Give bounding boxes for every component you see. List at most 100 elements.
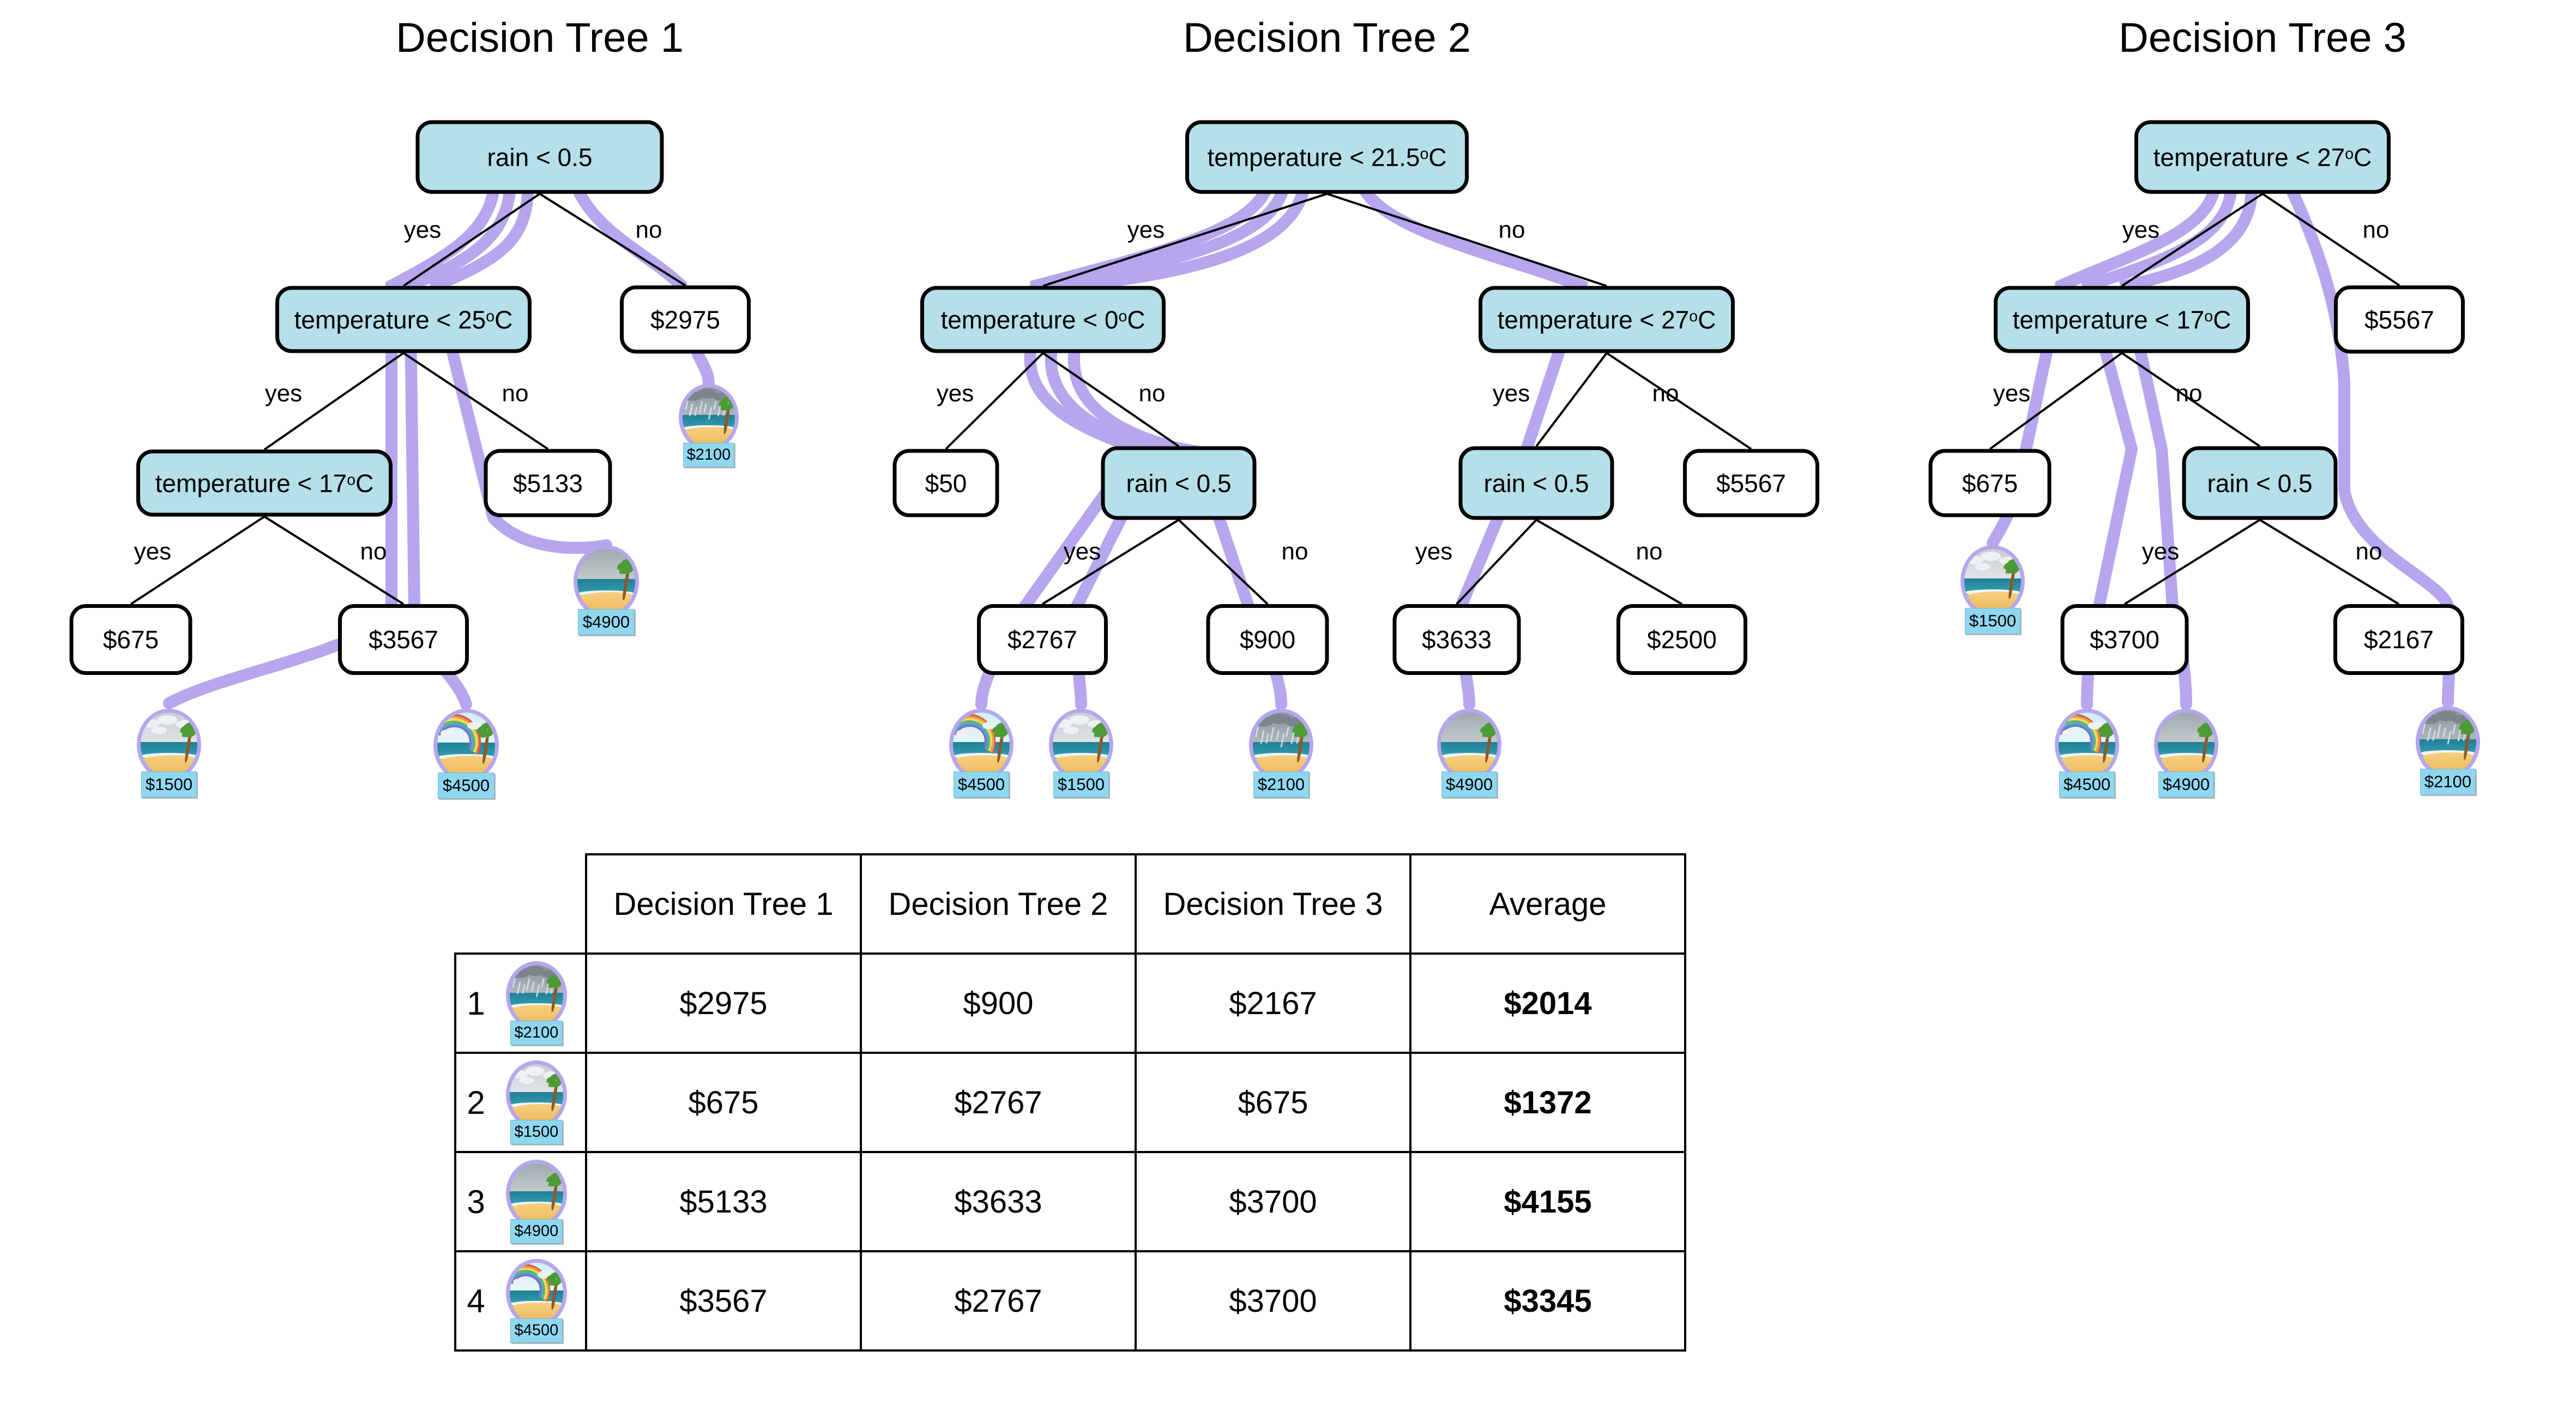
leaf-node-t2n10[interactable]: $2500	[1616, 604, 1747, 675]
tree-edge	[1042, 192, 1328, 287]
tree-edge	[1326, 192, 1607, 287]
cloudy-beach-icon: $1500	[1049, 709, 1113, 798]
node-unit: oC	[1689, 305, 1716, 334]
icon-price-badge: $4500	[2059, 771, 2115, 798]
cloudy-beach-icon: $1500	[137, 709, 201, 798]
icon-ring	[1049, 709, 1113, 781]
leaf-node-t3n6[interactable]: $2167	[2333, 604, 2464, 675]
weather-scene	[1253, 713, 1310, 777]
weather-scene	[510, 964, 563, 1026]
node-label: temperature < 17	[155, 469, 347, 497]
leaf-node-t3n3[interactable]: $675	[1928, 449, 2052, 517]
node-label: $5133	[513, 469, 583, 497]
tree-prediction-value: $900	[860, 952, 1137, 1054]
decision-node-t2n4[interactable]: rain < 0.5	[1101, 446, 1257, 520]
average-value: $3345	[1409, 1250, 1686, 1352]
edge-label-no: no	[2362, 216, 2390, 243]
rain-cloud-beach-icon: $2100	[1249, 709, 1313, 798]
degree-symbol: o	[486, 307, 495, 325]
tree-prediction-value: $2975	[585, 952, 862, 1054]
edge-label-no: no	[2175, 380, 2203, 407]
node-label: $5567	[1716, 469, 1786, 497]
table-row: 2$1500$675$2767$675$1372	[454, 1052, 1686, 1153]
edge-label-yes: yes	[1127, 216, 1165, 243]
icon-ring	[1960, 545, 2025, 617]
leaf-node-t2n3[interactable]: $50	[892, 449, 999, 517]
icon-price-badge: $1500	[1053, 771, 1109, 798]
row-number: 1	[454, 952, 496, 1054]
leaf-node-t1n2[interactable]: $2975	[620, 285, 751, 354]
table-corner-cell	[455, 854, 586, 954]
node-label: $2500	[1647, 625, 1717, 654]
edge-label-yes: yes	[1492, 380, 1530, 407]
decision-node-t1n0[interactable]: rain < 0.5	[415, 120, 664, 194]
node-label: $5567	[2364, 305, 2434, 334]
icon-price-badge: $4900	[578, 609, 635, 636]
leaf-node-t2n7[interactable]: $2767	[977, 604, 1108, 675]
overcast-beach-icon: $4900	[1437, 709, 1501, 798]
leaf-node-t2n6[interactable]: $5567	[1683, 449, 1819, 517]
leaf-node-t2n9[interactable]: $3633	[1392, 604, 1521, 675]
leaf-node-t2n8[interactable]: $900	[1206, 604, 1329, 675]
node-label: temperature < 27	[1497, 305, 1690, 334]
row-weather-icon-cell: $4900	[496, 1151, 587, 1252]
weather-scene	[1053, 713, 1109, 777]
tree-prediction-value: $3700	[1135, 1250, 1411, 1352]
node-unit: oC	[1118, 305, 1145, 334]
weather-scene	[577, 549, 635, 614]
node-unit: oC	[347, 469, 374, 497]
leaf-node-t1n4[interactable]: $5133	[484, 449, 612, 517]
degree-symbol: o	[1689, 307, 1698, 325]
tree-edge	[1535, 352, 1608, 447]
row-number: 2	[454, 1052, 496, 1153]
icon-price-badge: $4900	[510, 1219, 563, 1244]
leaf-node-t3n5[interactable]: $3700	[2060, 604, 2189, 675]
icon-price-badge: $2100	[1253, 771, 1309, 798]
weather-scene	[437, 713, 495, 778]
icon-ring	[2416, 706, 2480, 778]
rainbow-beach-icon: $4500	[433, 709, 499, 799]
node-unit: oC	[486, 305, 513, 334]
node-label: $3700	[2090, 625, 2159, 654]
column-header-3: Decision Tree 3	[1135, 853, 1411, 955]
edge-label-no: no	[1498, 216, 1525, 243]
leaf-node-t1n6[interactable]: $3567	[338, 604, 469, 675]
edge-label-no: no	[1636, 538, 1663, 565]
icon-ring	[506, 1258, 567, 1327]
tree-prediction-value: $675	[1135, 1052, 1411, 1153]
icon-ring	[137, 709, 201, 781]
edge-label-yes: yes	[134, 538, 172, 565]
column-header-1: Decision Tree 1	[585, 853, 862, 955]
edge-label-yes: yes	[1993, 380, 2031, 407]
decision-node-t2n5[interactable]: rain < 0.5	[1458, 446, 1614, 520]
rainbow-beach-icon: $4500	[506, 1258, 567, 1343]
weather-scene	[510, 1064, 563, 1125]
edge-label-no: no	[1652, 380, 1679, 407]
average-value: $2014	[1409, 952, 1686, 1054]
rain-cloud-beach-icon: $2100	[2416, 706, 2480, 795]
edge-label-yes: yes	[2141, 538, 2180, 565]
icon-price-badge: $4900	[2158, 771, 2214, 798]
average-value: $4155	[1409, 1151, 1686, 1252]
node-label: rain < 0.5	[2207, 469, 2313, 497]
leaf-node-t1n5[interactable]: $675	[69, 604, 192, 675]
table-row: 4$4500$3567$2767$3700$3345	[454, 1250, 1686, 1352]
weather-scene	[2420, 710, 2476, 774]
column-header-2: Decision Tree 2	[860, 853, 1137, 955]
node-label: $2975	[650, 305, 720, 334]
leaf-node-t3n2[interactable]: $5567	[2334, 285, 2465, 354]
decision-node-t3n4[interactable]: rain < 0.5	[2182, 446, 2338, 520]
tree-edge	[1178, 519, 1269, 605]
icon-ring	[2055, 709, 2119, 781]
node-label: $2167	[2364, 625, 2434, 654]
node-label: $50	[925, 469, 967, 497]
